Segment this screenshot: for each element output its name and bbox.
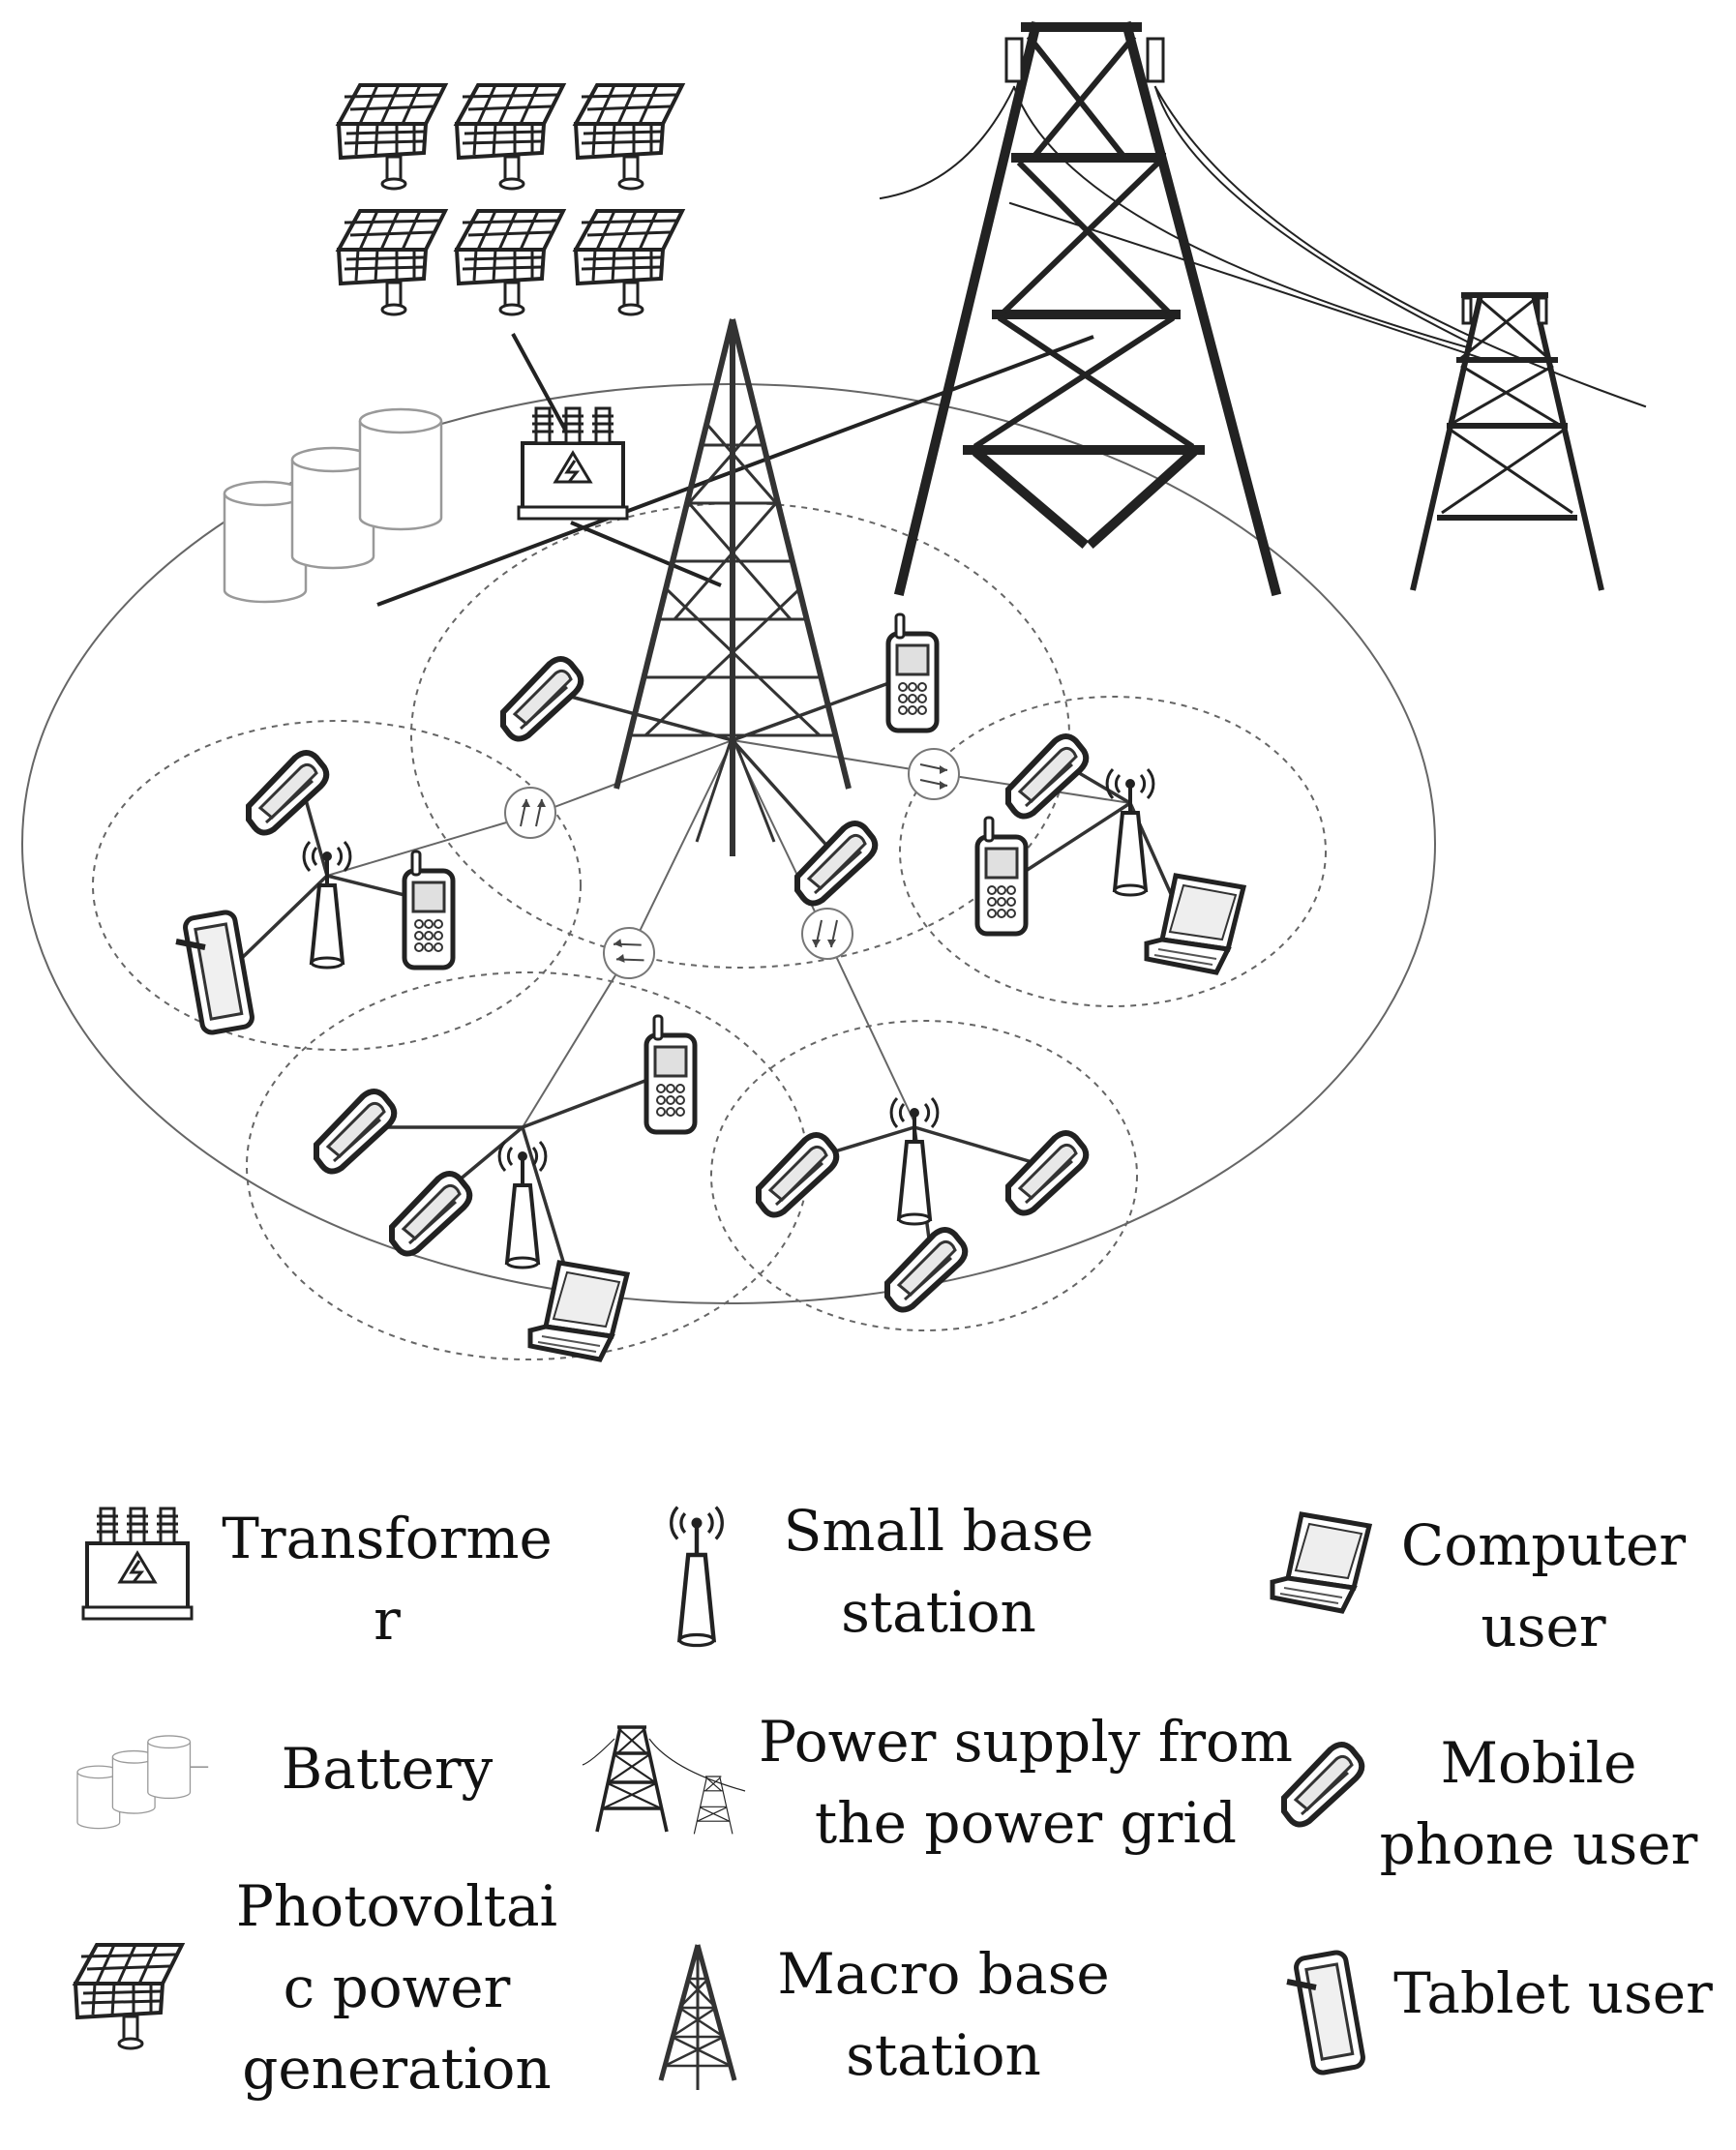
mobile-phone-user (503, 659, 581, 739)
transformer (517, 406, 629, 521)
solar-panel-icon (74, 1943, 184, 2050)
relay-arrows-icon (908, 748, 960, 800)
legend-computer-user: Computer user (1400, 1512, 1687, 1659)
small-base-station (889, 1096, 940, 1226)
small-cell-bottom-right (710, 1020, 1138, 1331)
power-tower-small (1410, 292, 1604, 591)
small-cell-left (92, 720, 582, 1051)
legend-battery: Battery (281, 1736, 494, 1802)
macro-base-station (614, 318, 852, 856)
tablet-icon (1287, 1951, 1364, 2074)
solar-farm (337, 83, 684, 316)
small-base-station (497, 1140, 548, 1269)
small-cell-right (899, 696, 1327, 1007)
relay-arrows-icon (801, 908, 853, 960)
legend-macro-base-station: Macro base station (777, 1941, 1110, 2088)
computer-user (530, 1263, 627, 1359)
power-tower-icon (582, 1725, 746, 1835)
legend-power-supply: Power supply from the power grid (759, 1709, 1293, 1856)
battery-icon (76, 1735, 209, 1830)
relay-arrows-icon (598, 922, 660, 984)
legend-transformer: Transforme r (222, 1506, 553, 1653)
mobile-phone-user (1008, 736, 1086, 817)
transformer-icon (81, 1507, 194, 1621)
small-base-station-icon (672, 1508, 723, 1646)
legend-small-base-station: Small base station (783, 1498, 1094, 1645)
legend-mobile-phone-user: Mobile phone user (1379, 1730, 1698, 1877)
mobile-phone-user (759, 1135, 836, 1215)
feature-phone-user (888, 614, 937, 731)
feature-phone-user (404, 851, 453, 968)
small-base-station (302, 840, 352, 970)
legend-tablet-user: Tablet user (1393, 1960, 1713, 2026)
battery-bank (223, 407, 443, 604)
legend-photovoltaic: Photovoltai c power generation (235, 1873, 558, 2102)
mobile-phone-user (797, 823, 875, 904)
relay-arrows-icon (504, 787, 556, 839)
macro-tower-icon (658, 1944, 737, 2090)
mobile-phone-user (316, 1091, 394, 1172)
small-base-station (1105, 767, 1155, 897)
mobile-phone-user (1008, 1133, 1086, 1213)
computer-user (1147, 876, 1243, 972)
feature-phone-user (977, 818, 1026, 934)
macro-coverage-area (21, 383, 1436, 1304)
computer-icon (1272, 1514, 1369, 1611)
mobile-phone-user (249, 753, 326, 833)
mobile-phone-user (392, 1174, 469, 1254)
feature-phone-user (646, 1016, 695, 1132)
mobile-phone-user (887, 1230, 965, 1310)
power-tower-large (879, 20, 1647, 597)
